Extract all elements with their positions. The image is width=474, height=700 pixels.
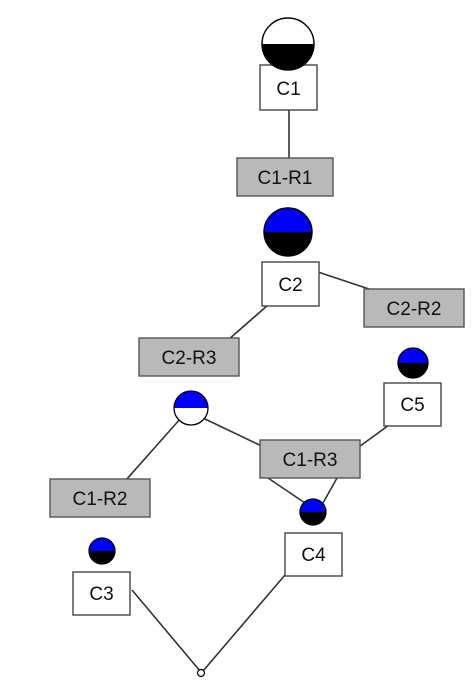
relation-c2-r2-label: C2-R2 [387, 299, 442, 320]
edge-c1r3-c4-left [267, 477, 306, 504]
relation-c1-r3[interactable]: C1-R3 [259, 439, 361, 479]
node-c5-circle[interactable] [397, 347, 429, 379]
concept-c5[interactable]: C5 [383, 382, 442, 427]
edges [125, 110, 390, 672]
concept-c4-label: C4 [301, 545, 326, 566]
node-mid-circle[interactable] [173, 390, 209, 426]
edge-c4-bottom [202, 574, 286, 672]
edge-c1r3-c4-right [322, 477, 338, 504]
relation-c2-r2[interactable]: C2-R2 [363, 288, 465, 328]
edge-mid-c1r2 [125, 417, 182, 481]
node-c1-circle[interactable] [261, 17, 315, 71]
concept-c5-label: C5 [400, 395, 424, 416]
node-bottom-circle[interactable] [196, 668, 206, 678]
concept-c1[interactable]: C1 [259, 64, 318, 111]
relation-c1-r2[interactable]: C1-R2 [49, 478, 151, 518]
concept-c4[interactable]: C4 [284, 532, 343, 577]
concept-c1-label: C1 [276, 79, 300, 100]
node-c2-circle[interactable] [263, 207, 313, 257]
node-c4-circle[interactable] [299, 498, 327, 526]
node-c3-circle[interactable] [88, 537, 116, 565]
relation-c2-r3[interactable]: C2-R3 [138, 337, 240, 377]
concept-c3[interactable]: C3 [72, 571, 131, 616]
relation-c1-r1-label: C1-R1 [258, 168, 313, 189]
relation-c1-r3-label: C1-R3 [283, 450, 338, 471]
edge-c2-c2r3 [227, 304, 269, 341]
edge-c3-bottom [131, 589, 201, 672]
relation-c2-r3-label: C2-R3 [162, 348, 217, 369]
concept-c2[interactable]: C2 [261, 261, 320, 307]
edge-mid-c1r3 [202, 417, 271, 451]
concept-c3-label: C3 [89, 584, 113, 605]
relation-c1-r1[interactable]: C1-R1 [236, 157, 334, 197]
relation-c1-r2-label: C1-R2 [73, 489, 128, 510]
concept-c2-label: C2 [278, 275, 302, 296]
